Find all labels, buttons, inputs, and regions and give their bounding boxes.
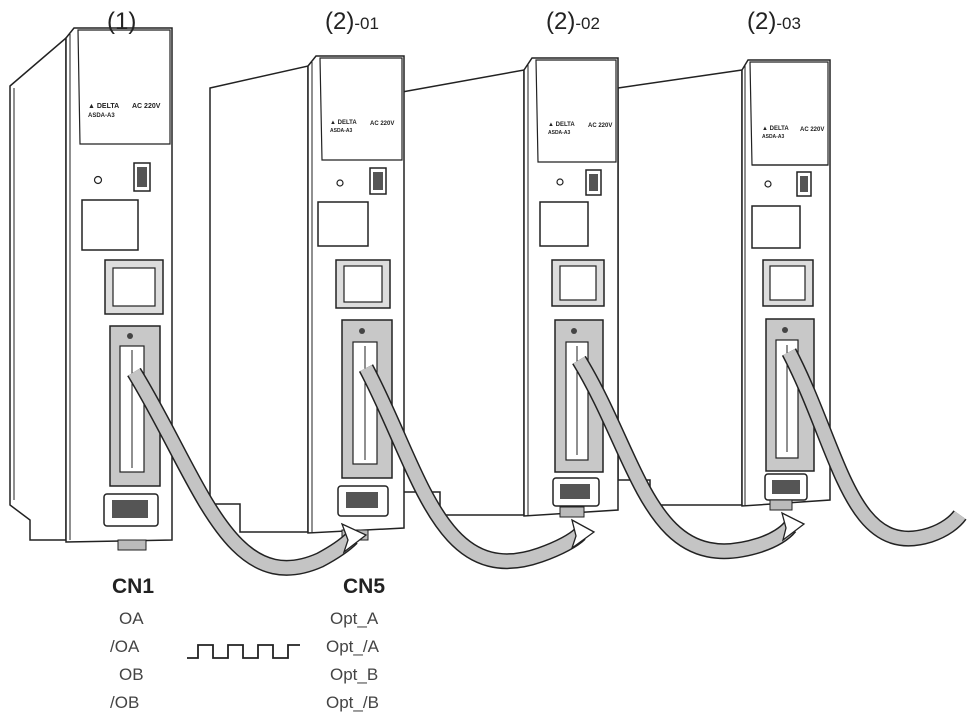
cn1-signal-oa-inverted: /OA — [110, 637, 139, 657]
svg-text:AC 220V: AC 220V — [132, 103, 161, 110]
pulse-waveform — [187, 645, 300, 658]
servo-drive-unit-2-02: ▲ DELTA ASDA-A3 AC 220V — [402, 58, 618, 517]
svg-text:ASDA-A3: ASDA-A3 — [330, 128, 352, 134]
unit-title-2-02: (2)-02 — [546, 8, 600, 36]
svg-text:▲ DELTA: ▲ DELTA — [330, 120, 357, 126]
servo-drive-unit-1: ▲ DELTA ASDA-A3 AC 220V — [10, 28, 172, 550]
servo-drive-unit-2-01: ▲ DELTA ASDA-A3 AC 220V — [210, 56, 404, 540]
cn1-signal-oa: OA — [119, 609, 144, 629]
servo-drive-unit-2-03: ▲ DELTA ASDA-A3 AC 220V — [618, 60, 830, 510]
svg-text:ASDA-A3: ASDA-A3 — [88, 113, 115, 119]
cn5-signal-opt-a: Opt_A — [330, 609, 378, 629]
cn5-signal-opt-b: Opt_B — [330, 665, 378, 685]
svg-text:▲ DELTA: ▲ DELTA — [762, 126, 789, 132]
svg-text:ASDA-A3: ASDA-A3 — [762, 134, 784, 140]
cn5-signal-opt-b-inverted: Opt_/B — [326, 693, 379, 713]
cn5-header: CN5 — [343, 575, 385, 599]
svg-text:ASDA-A3: ASDA-A3 — [548, 130, 570, 136]
cn1-signal-ob: OB — [119, 665, 144, 685]
unit-title-2-03: (2)-03 — [747, 8, 801, 36]
svg-text:AC 220V: AC 220V — [588, 123, 612, 129]
svg-text:AC 220V: AC 220V — [800, 127, 824, 133]
svg-text:▲ DELTA: ▲ DELTA — [548, 122, 575, 128]
svg-text:▲ DELTA: ▲ DELTA — [88, 103, 119, 110]
cn5-signal-opt-a-inverted: Opt_/A — [326, 637, 379, 657]
unit-title-2-01: (2)-01 — [325, 8, 379, 36]
cn1-header: CN1 — [112, 575, 154, 599]
svg-text:AC 220V: AC 220V — [370, 121, 394, 127]
cn1-signal-ob-inverted: /OB — [110, 693, 139, 713]
unit-title-1: (1) — [107, 8, 136, 36]
